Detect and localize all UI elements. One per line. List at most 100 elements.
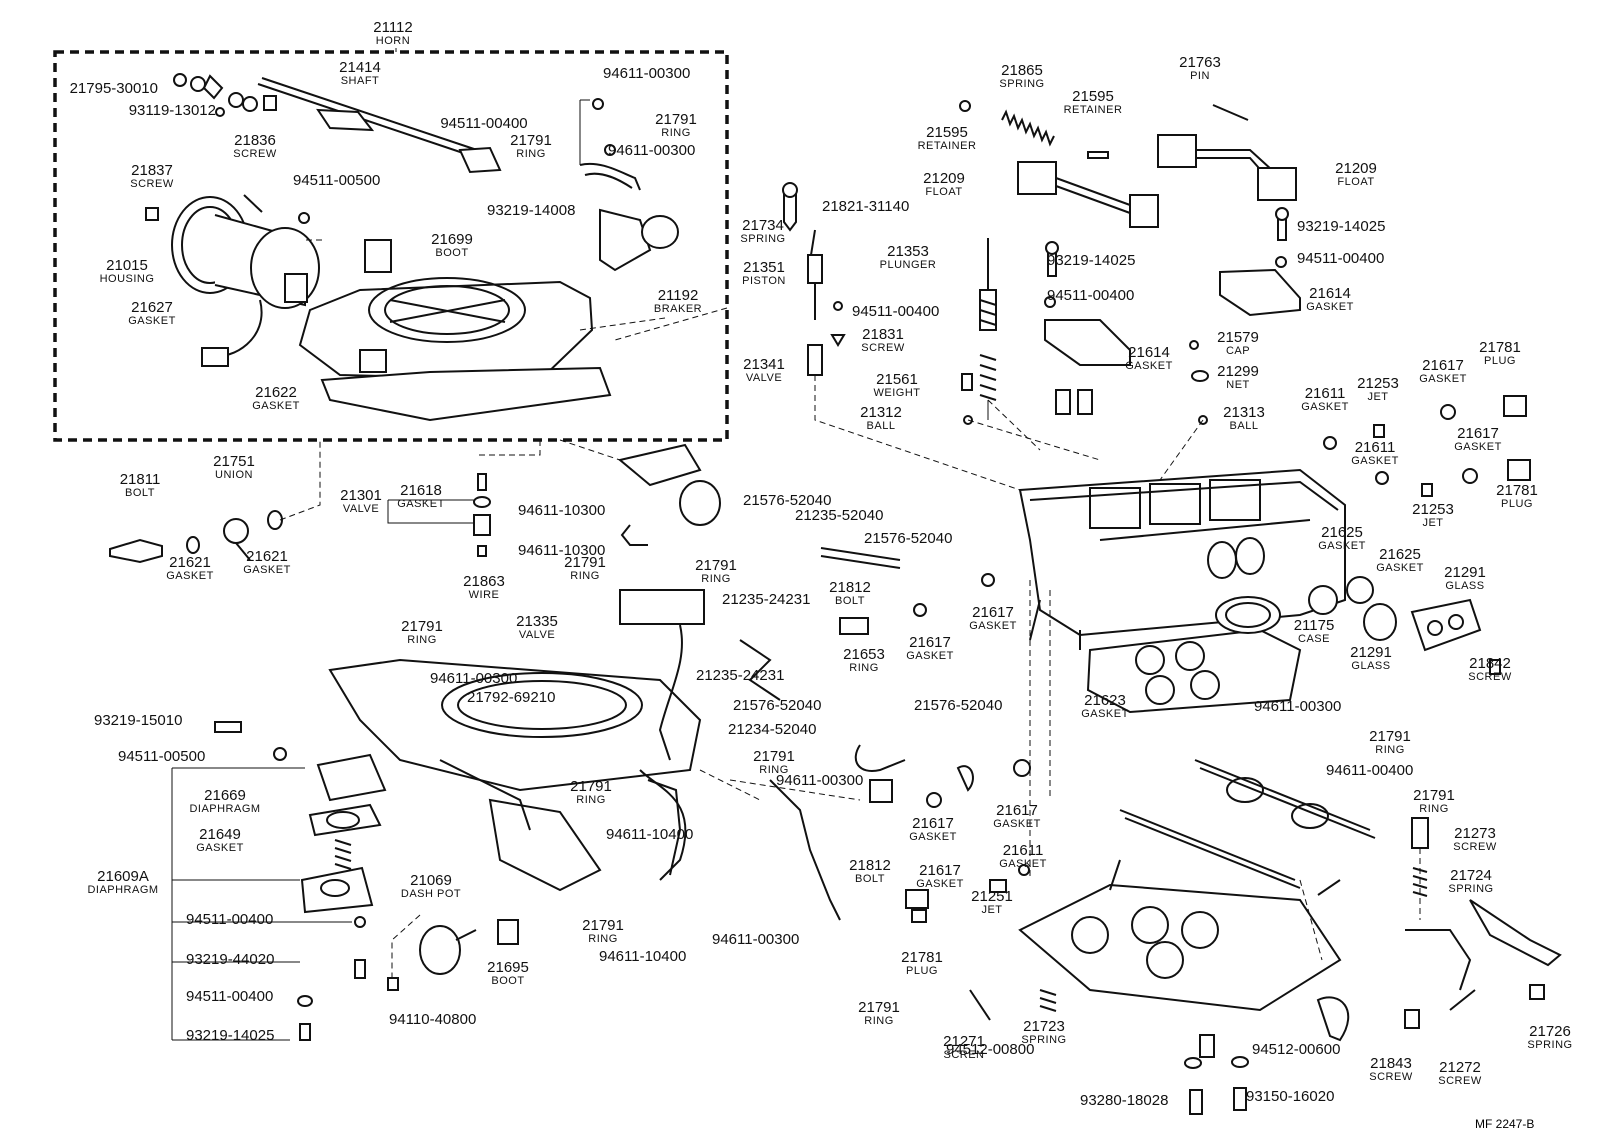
part-name: SCREW [861, 342, 905, 354]
throttle-body-right [1018, 759, 1562, 1058]
part-number: 21351 [743, 259, 785, 276]
spring-21865 [1001, 109, 1055, 147]
part-name: GASKET [1419, 373, 1467, 385]
callout-94611-10300: 94611-10300 [518, 502, 605, 519]
part-number: 21617 [909, 634, 951, 651]
callout-labels: 21112HORN21414SHAFT21795-3001093119-1301… [70, 19, 1573, 1109]
part-number: 21791 [695, 557, 737, 574]
part-name: SCREW [1468, 671, 1512, 683]
part-number: 21653 [843, 646, 885, 663]
part-number: 21763 [1179, 54, 1221, 71]
part-number: 21821-31140 [822, 198, 909, 215]
part-number: 21209 [1335, 160, 1377, 177]
plunger-21353 [979, 238, 997, 420]
part-name: RING [1375, 744, 1405, 756]
part-number: 21112 [373, 19, 413, 36]
part-name: GASKET [909, 831, 957, 843]
part-number: 21795-30010 [70, 80, 158, 97]
part-number: 21576-52040 [864, 530, 952, 547]
part-name: RING [759, 764, 789, 776]
callout-21576-52040: 21576-52040 [743, 492, 831, 509]
part-name: GASKET [906, 650, 954, 662]
part-name: SPRING [1021, 1034, 1066, 1046]
part-number: 21313 [1223, 404, 1265, 421]
part-name: GASKET [1306, 301, 1354, 313]
part-number: 21271 [943, 1033, 985, 1050]
part-name: WIRE [469, 589, 500, 601]
part-number: 21576-52040 [733, 697, 821, 714]
callout-93280-18028: 93280-18028 [1080, 1092, 1168, 1109]
part-name: RETAINER [918, 140, 977, 152]
part-name: BALL [1230, 420, 1259, 432]
part-number: 21734 [742, 217, 784, 234]
part-number: 93219-44020 [186, 951, 274, 968]
part-number: 21175 [1294, 617, 1335, 634]
float-21209-left [959, 100, 1159, 228]
part-number: 94511-00400 [1297, 250, 1384, 267]
jets-and-plugs-right [1323, 395, 1531, 497]
callout-94611-00300: 94611-00300 [608, 142, 695, 159]
part-number: 21695 [487, 959, 529, 976]
part-number: 21069 [410, 872, 452, 889]
part-number: 21576-52040 [743, 492, 831, 509]
part-number: 21235-24231 [696, 667, 784, 684]
part-name: GASKET [969, 620, 1017, 632]
part-number: 93219-14008 [487, 202, 575, 219]
part-number: 21865 [1001, 62, 1043, 79]
part-name: VALVE [343, 503, 379, 515]
part-number: 21253 [1357, 375, 1399, 392]
part-name: PIN [1190, 70, 1210, 82]
part-number: 94511-00400 [1047, 287, 1134, 304]
part-number: 21253 [1412, 501, 1454, 518]
callout-21821-31140: 21821-31140 [822, 198, 909, 215]
part-number: 21618 [400, 482, 442, 499]
part-name: CAP [1226, 345, 1250, 357]
part-number: 21617 [919, 862, 961, 879]
part-number: 21235-52040 [795, 507, 883, 524]
part-name: VALVE [746, 372, 782, 384]
callout-93219-44020: 93219-44020 [186, 951, 274, 968]
part-number: 21863 [463, 573, 505, 590]
part-number: 21726 [1529, 1023, 1571, 1040]
part-number: 94512-00800 [946, 1041, 1034, 1058]
part-name: RING [701, 573, 731, 585]
part-name: WEIGHT [874, 387, 921, 399]
part-name: RING [849, 662, 879, 674]
part-number: 21273 [1454, 825, 1496, 842]
part-number: 21609A [97, 868, 149, 885]
part-number: 94512-00600 [1252, 1041, 1340, 1058]
callout-94511-00500: 94511-00500 [118, 748, 205, 765]
part-number: 94611-00300 [603, 65, 690, 82]
callout-21576-52040: 21576-52040 [733, 697, 821, 714]
